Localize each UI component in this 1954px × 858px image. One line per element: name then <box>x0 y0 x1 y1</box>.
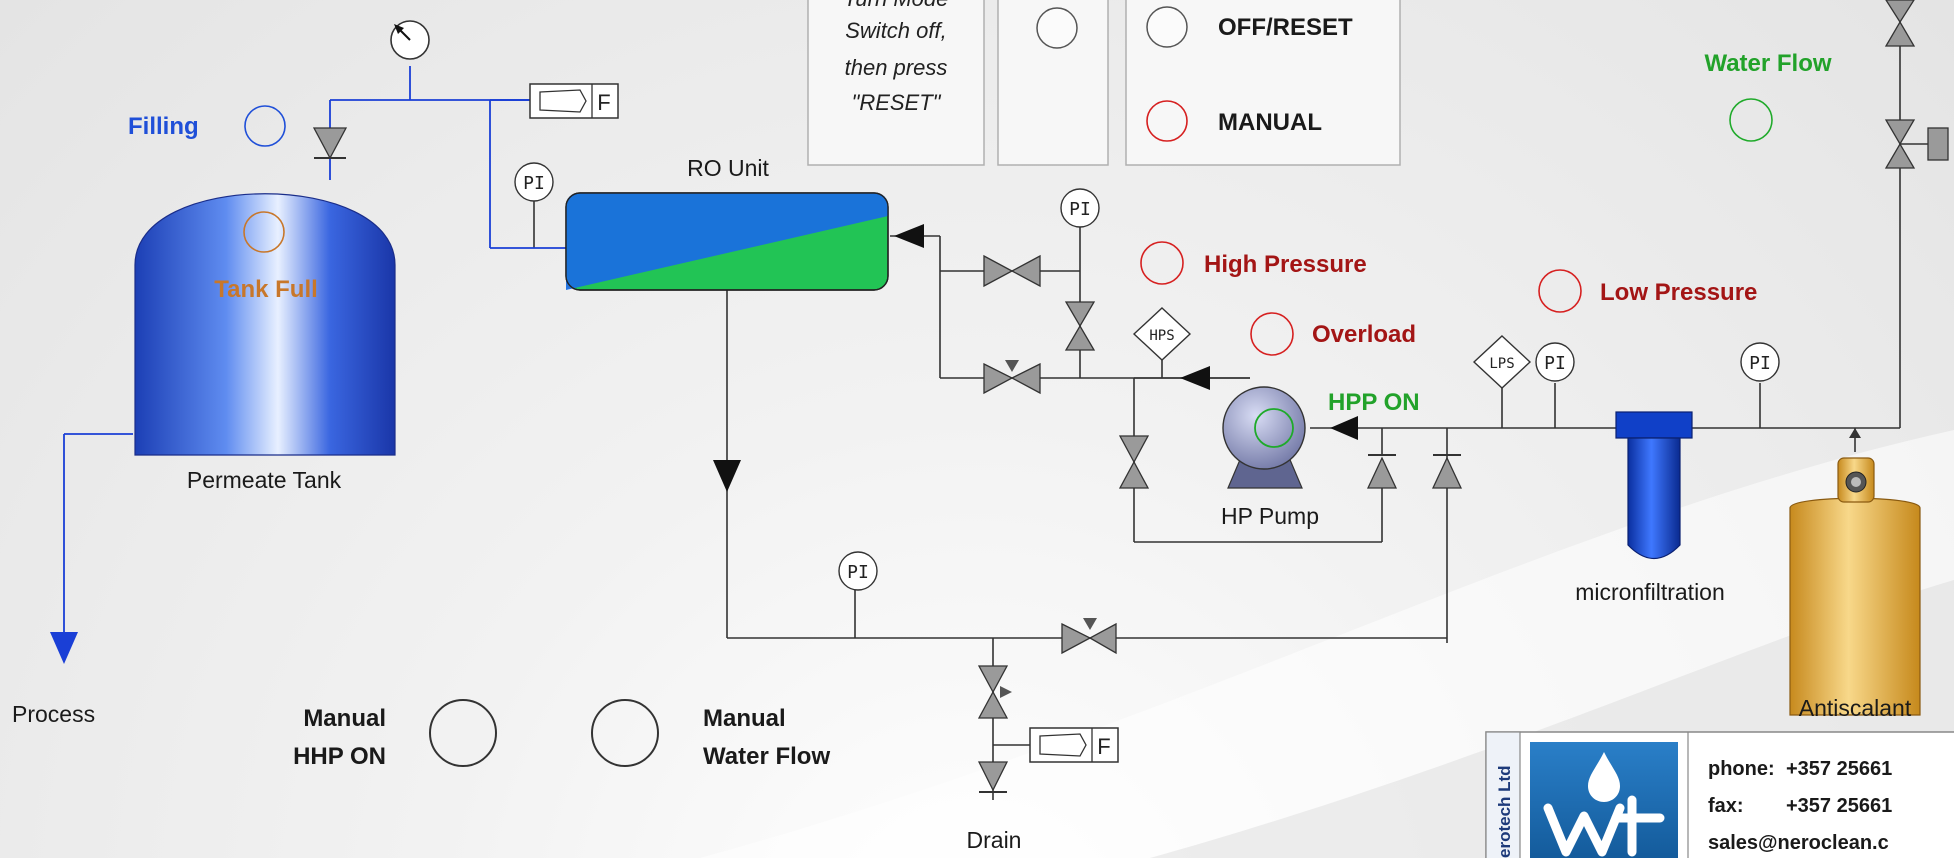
filling-indicator <box>244 105 286 147</box>
concentrate-pi-label: PI <box>1069 199 1091 220</box>
concentrate-valve-upper <box>983 254 1041 288</box>
mode-switch-indicator[interactable] <box>1036 7 1078 49</box>
permeate-check-valve <box>312 127 348 160</box>
micronfiltration-label: micronfiltration <box>1575 579 1725 605</box>
reject-flow-arrow-icon <box>713 460 741 492</box>
filtered-pi-gauge: PI <box>1740 342 1780 382</box>
manual-hhp-label-line-2: HHP ON <box>293 743 386 770</box>
micronfiltration-unit <box>1615 411 1693 559</box>
hpp-on-label: HPP ON <box>1328 389 1420 416</box>
hps-label: HPS <box>1149 328 1174 344</box>
company-vertical-name: erotech Ltd <box>1495 765 1514 858</box>
manual-hhp-on-button[interactable] <box>429 699 497 767</box>
mode-instruction-line-2: Switch off, <box>845 18 946 43</box>
pump-bypass-valve-left <box>1118 435 1150 489</box>
concentrate-needle-valve <box>983 360 1041 395</box>
hpp-on-indicator <box>1254 408 1294 448</box>
process-outlet-arrow-icon <box>50 632 78 664</box>
pump-check-valve-1 <box>1366 428 1398 489</box>
hp-pump <box>1222 386 1306 489</box>
manual-water-flow-label-line-2: Water Flow <box>703 743 830 770</box>
hp-pump-label: HP Pump <box>1221 503 1319 529</box>
permeate-tank-label: Permeate Tank <box>187 467 342 493</box>
antiscalant-dosing-tank <box>1789 428 1921 716</box>
manual-hhp-label-line-1: Manual <box>303 705 386 732</box>
email-link[interactable]: sales@neroclean.c <box>1708 832 1889 854</box>
fax-label: fax: <box>1708 795 1744 817</box>
high-pressure-indicator <box>1140 241 1184 285</box>
ro-unit <box>565 192 889 291</box>
pump-discharge-arrow-icon <box>1180 366 1210 390</box>
pump-check-valve-2 <box>1431 454 1463 489</box>
concentrate-pi-gauge: PI <box>1060 188 1100 228</box>
mode-panel: Turn Mode Switch off, then press "RESET"… <box>807 0 1401 166</box>
drain-flow-meter: F <box>1029 727 1119 763</box>
lps-label: LPS <box>1489 356 1514 372</box>
suction-pi-gauge: PI <box>1535 342 1575 382</box>
drain-valve <box>977 665 1012 719</box>
manual-mode-label: MANUAL <box>1218 109 1322 136</box>
overload-indicator <box>1250 312 1294 356</box>
manual-mode-button[interactable] <box>1146 100 1188 142</box>
antiscalant-label: Antiscalant <box>1799 695 1912 721</box>
drain-flow-label: F <box>1097 734 1110 759</box>
reject-pi-label: PI <box>847 562 869 583</box>
company-info-box: erotech Ltd phone: +357 25661 fax: +357 … <box>1485 731 1954 858</box>
inlet-valve-top <box>1884 0 1916 47</box>
mode-instruction-line-4: "RESET" <box>852 90 942 115</box>
pump-suction-arrow-icon <box>1330 416 1358 440</box>
permeate-tank <box>134 193 396 456</box>
overload-label: Overload <box>1312 321 1416 348</box>
ro-permeate-pi-label: PI <box>523 173 545 194</box>
water-flow-indicator <box>1729 98 1773 142</box>
phone-label: phone: <box>1708 758 1775 780</box>
filling-label: Filling <box>128 113 199 140</box>
filtered-pi-label: PI <box>1749 353 1771 374</box>
ro-permeate-pi-gauge: PI <box>514 162 554 202</box>
manual-water-flow-button[interactable] <box>591 699 659 767</box>
process-label: Process <box>12 701 95 727</box>
mode-instruction-line-1: Turn Mode <box>844 0 949 11</box>
off-reset-button[interactable] <box>1146 6 1188 48</box>
suction-pi-label: PI <box>1544 353 1566 374</box>
tank-full-label: Tank Full <box>214 276 318 303</box>
low-pressure-indicator <box>1538 269 1582 313</box>
inlet-solenoid-valve <box>1884 119 1949 169</box>
mode-instruction-line-3: then press <box>845 55 948 80</box>
ro-feed-arrow-icon <box>894 224 924 248</box>
company-logo <box>1530 742 1678 858</box>
manual-water-flow-label-line-1: Manual <box>703 705 786 732</box>
drain-check-valve <box>977 761 1009 793</box>
high-pressure-label: High Pressure <box>1204 251 1367 278</box>
phone-value: +357 25661 <box>1786 758 1892 780</box>
high-pressure-switch: HPS <box>1132 307 1192 361</box>
drain-label: Drain <box>967 827 1022 853</box>
low-pressure-label: Low Pressure <box>1600 279 1757 306</box>
reject-needle-valve <box>1061 618 1117 655</box>
permeate-pressure-gauge-icon <box>390 20 430 60</box>
water-flow-label: Water Flow <box>1704 50 1831 77</box>
concentrate-valve-vertical <box>1064 301 1096 351</box>
reject-pi-gauge: PI <box>838 551 878 591</box>
low-pressure-switch: LPS <box>1472 335 1532 428</box>
permeate-flow-meter: F <box>500 83 619 119</box>
permeate-flow-label: F <box>597 90 610 115</box>
off-reset-label: OFF/RESET <box>1218 14 1353 41</box>
tank-full-indicator <box>243 211 285 253</box>
fax-value: +357 25661 <box>1786 795 1892 817</box>
ro-unit-label: RO Unit <box>687 155 769 181</box>
